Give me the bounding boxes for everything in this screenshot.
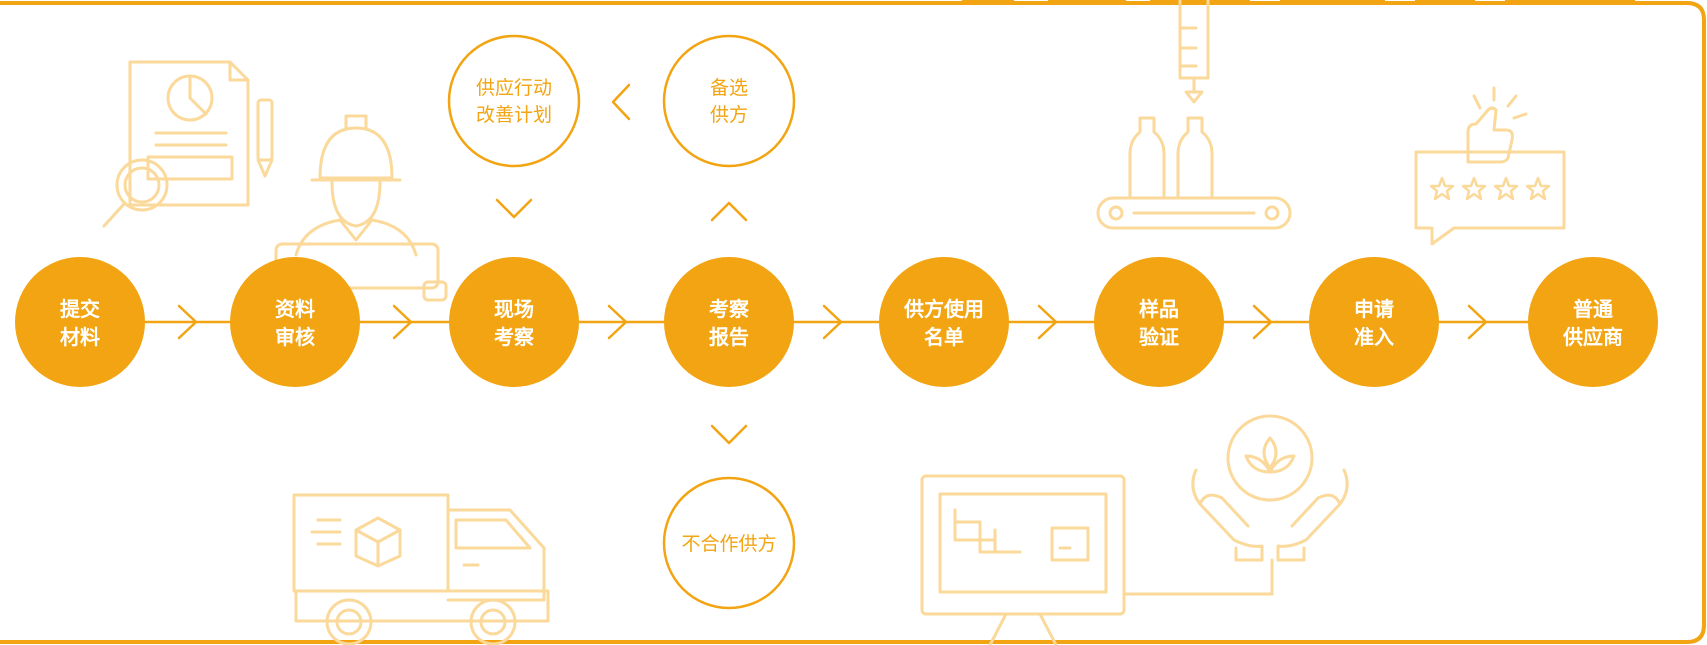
- step-2-line1: 资料: [275, 297, 315, 321]
- step-4-inspection-report: 考察 报告: [664, 257, 794, 387]
- branch-improvement-line2: 改善计划: [476, 104, 552, 126]
- hands-plant-icon: [1191, 414, 1349, 562]
- arrow-2: [392, 304, 413, 340]
- step-1-submit-materials: 提交 材料: [15, 257, 145, 387]
- branch-rejected-line1: 不合作供方: [681, 533, 776, 555]
- step-6-line1: 样品: [1139, 297, 1179, 321]
- step-2-document-review: 资料 审核: [230, 257, 360, 387]
- arrow-improvement-down: [495, 198, 533, 219]
- frame-top-tabs: [962, 0, 1635, 4]
- step-6-line2: 验证: [1139, 325, 1179, 349]
- step-8-line2: 供应商: [1562, 325, 1623, 349]
- step-7-line1: 申请: [1354, 297, 1394, 321]
- step-2-line2: 审核: [275, 325, 315, 349]
- arrow-1: [177, 304, 198, 340]
- arrow-7: [1467, 304, 1488, 340]
- arrow-3: [607, 304, 628, 340]
- step-1-line2: 材料: [60, 325, 100, 349]
- step-6-sample-verification: 样品 验证: [1094, 257, 1224, 387]
- delivery-truck-icon: [292, 493, 550, 645]
- step-4-line2: 报告: [709, 325, 749, 349]
- step-8-line1: 普通: [1573, 297, 1613, 321]
- step-3-line2: 考察: [494, 325, 535, 349]
- step-4-line1: 考察: [709, 297, 750, 321]
- branch-improvement-plan: 供应行动 改善计划: [447, 34, 581, 168]
- arrow-alternate-to-improvement: [611, 83, 631, 121]
- flow-arrows: [177, 304, 1488, 340]
- arrow-4: [822, 304, 843, 340]
- monitor-plan-icon: [920, 474, 1274, 645]
- step-3-site-inspection: 现场 考察: [449, 257, 579, 387]
- arrow-report-down: [710, 424, 748, 445]
- branch-rejected-supplier: 不合作供方: [662, 476, 796, 610]
- step-1-line1: 提交: [60, 297, 100, 321]
- branch-alternate-line2: 供方: [710, 104, 748, 126]
- arrow-5: [1037, 304, 1058, 340]
- arrow-report-up: [710, 201, 748, 222]
- step-7-apply-admission: 申请 准入: [1309, 257, 1439, 387]
- step-8-regular-supplier: 普通 供应商: [1528, 257, 1658, 387]
- rating-thumbs-up-icon: [1414, 86, 1566, 246]
- step-5-supplier-list: 供方使用 名单: [879, 257, 1009, 387]
- worker-blueprint-icon: [274, 114, 448, 302]
- step-5-line2: 名单: [924, 325, 964, 349]
- branch-improvement-line1: 供应行动: [476, 77, 552, 99]
- document-search-icon: [102, 60, 274, 228]
- arrow-6: [1252, 304, 1273, 340]
- conveyor-bottles-icon: [1096, 0, 1292, 230]
- branch-alternate-supplier: 备选 供方: [662, 34, 796, 168]
- step-7-line2: 准入: [1354, 325, 1394, 349]
- branch-alternate-line1: 备选: [710, 77, 748, 99]
- step-5-line1: 供方使用: [903, 297, 984, 321]
- step-3-line1: 现场: [494, 297, 534, 321]
